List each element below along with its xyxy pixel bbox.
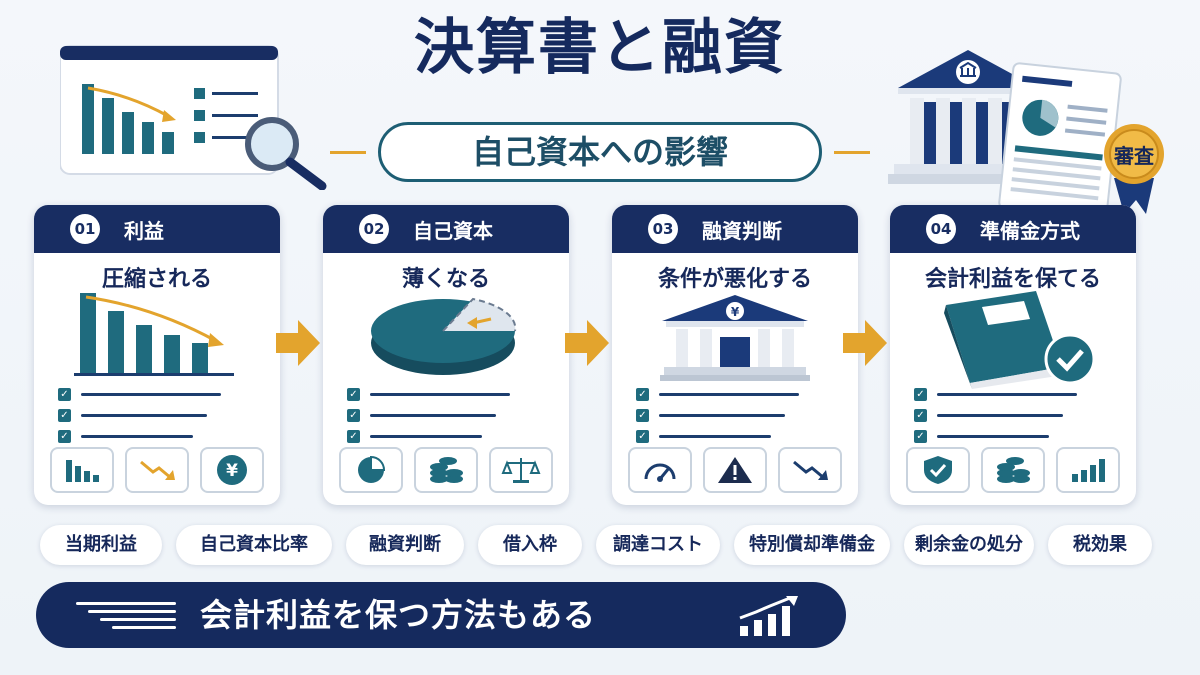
card-header: 04 準備金方式 (890, 205, 1136, 253)
step-card-3: 03 融資判断 条件が悪化する ¥ ✓ ✓ ✓ (612, 205, 858, 505)
subtitle-pill: 自己資本への影響 (378, 122, 822, 182)
trend-down-icon (125, 447, 189, 493)
bank-document-illustration (888, 50, 1164, 218)
arrow-right-icon (276, 320, 320, 366)
conclusion-text: 会計利益を保つ方法もある (200, 596, 597, 634)
card-header: 03 融資判断 (612, 205, 858, 253)
gauge-icon (628, 447, 692, 493)
card-subtitle: 薄くなる (401, 267, 490, 292)
checkbox-icon: ✓ (58, 409, 71, 422)
card-title: 準備金方式 (980, 218, 1080, 243)
subtitle-right-rule (834, 151, 870, 154)
card-header: 01 利益 (34, 205, 280, 253)
step-number: 02 (359, 214, 389, 244)
checklist: ✓ ✓ ✓ (347, 385, 510, 448)
coin-stack-icon (981, 447, 1045, 493)
checklist: ✓ ✓ ✓ (914, 385, 1077, 448)
card-title: 利益 (124, 218, 164, 243)
checkbox-icon: ✓ (347, 430, 360, 443)
arrow-right-icon (843, 320, 887, 366)
checkbox-icon: ✓ (914, 388, 927, 401)
checkbox-icon: ✓ (58, 430, 71, 443)
keyword-chip: 融資判断 (346, 525, 464, 565)
declining-bar-chart-icon (74, 293, 234, 376)
bar-chart-icon (50, 447, 114, 493)
trend-down-icon (778, 447, 842, 493)
ledger-book-check-icon (944, 291, 1096, 389)
step-number: 03 (648, 214, 678, 244)
checkbox-icon: ✓ (636, 430, 649, 443)
keyword-chip: 特別償却準備金 (734, 525, 890, 565)
checkbox-icon: ✓ (58, 388, 71, 401)
keyword-chip: 当期利益 (40, 525, 162, 565)
coin-stack-icon (414, 447, 478, 493)
checkbox-icon: ✓ (636, 409, 649, 422)
yen-coin-icon: ¥ (200, 447, 264, 493)
conclusion-banner: 会計利益を保つ方法もある (36, 582, 846, 648)
warning-icon (703, 447, 767, 493)
subtitle-left-rule (330, 151, 366, 154)
keyword-chip: 調達コスト (596, 525, 720, 565)
checkbox-icon: ✓ (347, 409, 360, 422)
checkbox-icon: ✓ (347, 388, 360, 401)
step-card-2: 02 自己資本 薄くなる ✓ ✓ ✓ (323, 205, 569, 505)
growth-chart-icon (739, 596, 798, 636)
step-card-1: 01 利益 圧縮される ✓ ✓ ✓ ¥ (34, 205, 280, 505)
page-title: 決算書と融資 (414, 13, 786, 83)
keyword-chip: 借入枠 (478, 525, 582, 565)
step-card-4: 04 準備金方式 会計利益を保てる ✓ ✓ ✓ (890, 205, 1136, 505)
shrinking-pie-icon (371, 297, 517, 375)
arrow-right-icon (565, 320, 609, 366)
checkbox-icon: ✓ (636, 388, 649, 401)
report-magnifier-illustration (60, 45, 327, 190)
step-number: 01 (70, 214, 100, 244)
keyword-chip: 剰余金の処分 (904, 525, 1034, 565)
pie-chart-icon (339, 447, 403, 493)
card-subtitle: 圧縮される (101, 267, 212, 292)
svg-text:¥: ¥ (226, 461, 238, 481)
keyword-chip: 税効果 (1048, 525, 1152, 565)
checklist: ✓ ✓ ✓ (58, 385, 221, 448)
checklist: ✓ ✓ ✓ (636, 385, 799, 448)
card-title: 融資判断 (702, 218, 782, 243)
review-badge-label: 審査 (1114, 144, 1154, 168)
checkbox-icon: ✓ (914, 409, 927, 422)
svg-text:¥: ¥ (731, 305, 740, 319)
card-title: 自己資本 (413, 218, 493, 243)
card-subtitle: 会計利益を保てる (924, 267, 1101, 292)
speed-lines-icon (76, 602, 176, 629)
card-header: 02 自己資本 (323, 205, 569, 253)
shield-check-icon (906, 447, 970, 493)
keyword-chip: 自己資本比率 (176, 525, 332, 565)
step-number: 04 (926, 214, 956, 244)
bar-chart-up-icon (1056, 447, 1120, 493)
bank-building-icon: ¥ (660, 295, 810, 381)
balance-scale-icon (489, 447, 553, 493)
card-subtitle: 条件が悪化する (657, 267, 812, 292)
checkbox-icon: ✓ (914, 430, 927, 443)
